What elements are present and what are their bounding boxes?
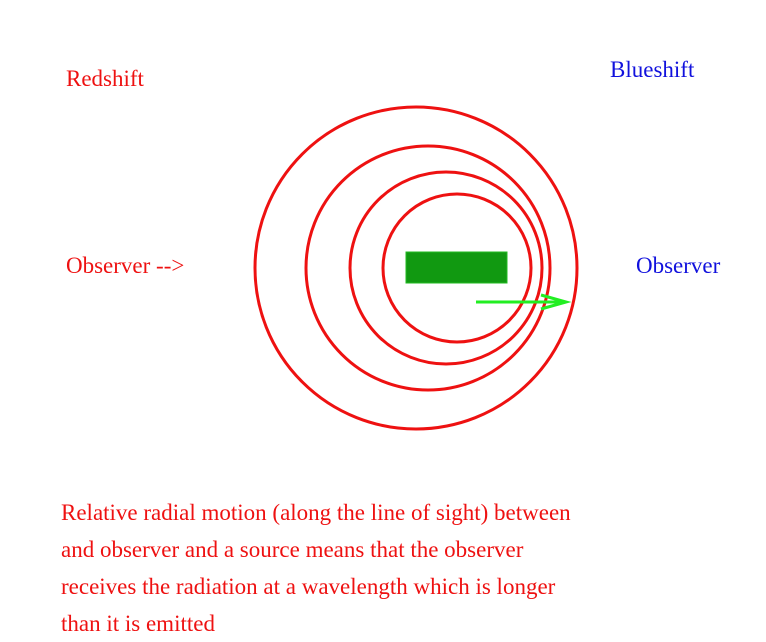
blueshift-label: Blueshift: [610, 57, 695, 82]
redshift-label: Redshift: [66, 66, 144, 91]
wavefront-circle-3: [348, 170, 544, 366]
moving-source: [405, 251, 508, 284]
doppler-diagram-page: { "labels": { "redshift": "Redshift", "b…: [61, 57, 721, 636]
caption-line: Relative radial motion (along the line o…: [61, 500, 571, 525]
motion-arrow: [476, 293, 572, 311]
observer-right-label: Observer: [636, 253, 721, 278]
caption-line: and observer and a source means that the…: [61, 537, 524, 562]
caption-text: Relative radial motion (along the line o…: [61, 494, 701, 642]
wavefront-circle-outer: [253, 105, 579, 431]
caption-line: receives the radiation at a wavelength w…: [61, 574, 556, 599]
wavefront-diagram: [253, 105, 579, 431]
observer-left-label: Observer -->: [66, 253, 185, 278]
caption-line: than it is emitted: [61, 611, 215, 636]
wavefront-circle-2: [304, 144, 552, 392]
wavefront-circle-inner: [381, 192, 533, 344]
